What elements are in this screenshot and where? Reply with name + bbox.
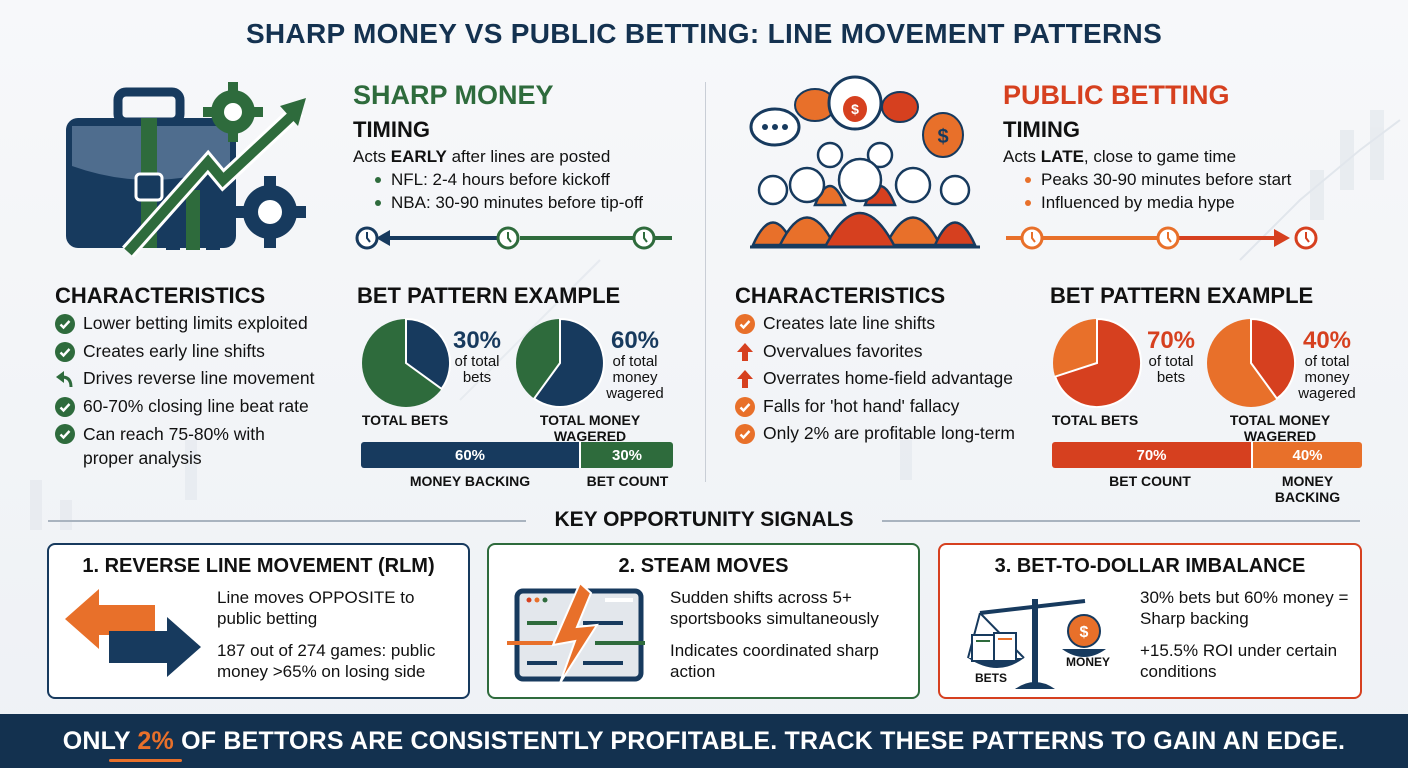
public-total-bets-pie bbox=[1053, 318, 1142, 408]
list-item: Can reach 75-80% with proper analysis bbox=[55, 422, 345, 470]
bet-count-segment: 30% bbox=[579, 442, 673, 468]
key-signals-heading: KEY OPPORTUNITY SIGNALS bbox=[554, 508, 854, 531]
public-characteristics-list: Creates late line shifts Overvalues favo… bbox=[735, 310, 1045, 448]
sharp-bar-label-money: MONEY BACKING bbox=[409, 473, 531, 489]
check-circle-icon bbox=[735, 314, 755, 334]
card-title: 2. STEAM MOVES bbox=[618, 555, 789, 577]
public-split-bar: 70% 40% bbox=[1052, 442, 1362, 468]
browser-lightning-arrows-icon bbox=[507, 583, 645, 683]
public-characteristics-heading: CHARACTERISTICS bbox=[735, 283, 946, 308]
sharp-timing-heading: TIMING bbox=[353, 117, 430, 142]
list-item: Overrates home-field advantage bbox=[735, 365, 1045, 393]
sharp-characteristics-list: Lower betting limits exploited Creates e… bbox=[55, 310, 345, 470]
clock-icon bbox=[496, 226, 520, 250]
card-text: Sudden shifts across 5+ sportsbooks simu… bbox=[670, 588, 879, 681]
check-circle-icon bbox=[55, 424, 75, 444]
clock-icon bbox=[1156, 226, 1180, 250]
public-bar-label-money: MONEY BACKING bbox=[1274, 473, 1341, 505]
list-item: Lower betting limits exploited bbox=[55, 310, 345, 338]
sharp-total-money-pie bbox=[516, 318, 605, 408]
sharp-money-sub: of total money wagered bbox=[606, 353, 664, 402]
footer-highlight: 2% bbox=[137, 726, 174, 755]
signals-divider-left bbox=[48, 520, 526, 522]
public-total-money-label: TOTAL MONEY WAGERED bbox=[1229, 412, 1331, 444]
list-item: Creates early line shifts bbox=[55, 338, 345, 366]
sharp-total-money-label: TOTAL MONEY WAGERED bbox=[539, 412, 641, 444]
list-item: Overvalues favorites bbox=[735, 338, 1045, 366]
card-title: 3. BET-TO-DOLLAR IMBALANCE bbox=[994, 555, 1306, 577]
check-circle-icon bbox=[55, 341, 75, 362]
money-backing-segment: 40% bbox=[1251, 442, 1362, 468]
list-item: Only 2% are profitable long-term bbox=[735, 420, 1045, 448]
reverse-arrow-icon bbox=[56, 371, 73, 388]
card-text: 30% bets but 60% money = Sharp backing +… bbox=[1140, 588, 1349, 681]
public-bet-pattern-heading: BET PATTERN EXAMPLE bbox=[1050, 283, 1314, 308]
footer-text: ONLY 2% OF BETTORS ARE CONSISTENTLY PROF… bbox=[62, 726, 1346, 755]
list-item: 60-70% closing line beat rate bbox=[55, 393, 345, 421]
check-circle-icon bbox=[55, 396, 75, 417]
public-timeline bbox=[1006, 226, 1318, 250]
crowd-money-bubbles-icon: $ $ bbox=[749, 75, 980, 249]
footer-banner: ONLY 2% OF BETTORS ARE CONSISTENTLY PROF… bbox=[0, 714, 1408, 768]
public-total-bets-label: TOTAL BETS bbox=[1051, 412, 1139, 428]
sharp-timing-bullet: NFL: 2-4 hours before kickoff bbox=[375, 168, 643, 191]
card-title: 1. REVERSE LINE MOVEMENT (RLM) bbox=[82, 555, 435, 577]
clock-icon bbox=[1020, 226, 1044, 250]
public-bar-label-count: BET COUNT bbox=[1109, 473, 1191, 489]
sharp-timing-text: Acts EARLY after lines are posted NFL: 2… bbox=[353, 147, 643, 214]
check-circle-icon bbox=[55, 314, 75, 334]
balance-scale-icon: $ bbox=[967, 599, 1106, 689]
public-bets-sub: of total bets bbox=[1148, 353, 1194, 386]
signals-divider-right bbox=[882, 520, 1360, 522]
public-timing-text: Acts LATE, close to game time Peaks 30-9… bbox=[1003, 147, 1292, 214]
svg-text:$: $ bbox=[1080, 624, 1089, 641]
check-circle-icon bbox=[735, 424, 755, 444]
sharp-bets-pct: 30% bbox=[452, 327, 502, 354]
list-item: Falls for 'hot hand' fallacy bbox=[735, 393, 1045, 421]
scale-label-money: MONEY bbox=[1066, 655, 1111, 669]
signal-card-rlm: 1. REVERSE LINE MOVEMENT (RLM) Line move… bbox=[47, 543, 470, 699]
list-item: Creates late line shifts bbox=[735, 310, 1045, 338]
clock-icon bbox=[632, 226, 656, 250]
signal-card-imbalance: 3. BET-TO-DOLLAR IMBALANCE $ BETS MONEY … bbox=[938, 543, 1362, 699]
scale-label-bets: BETS bbox=[975, 671, 1008, 685]
sharp-characteristics-heading: CHARACTERISTICS bbox=[55, 283, 266, 308]
sharp-money-pct: 60% bbox=[610, 327, 660, 354]
clock-icon bbox=[1294, 226, 1318, 250]
list-item: Drives reverse line movement bbox=[55, 365, 345, 393]
center-divider bbox=[705, 82, 706, 482]
sharp-bets-sub: of total bets bbox=[454, 353, 500, 386]
svg-text:$: $ bbox=[937, 126, 948, 148]
clock-icon bbox=[355, 226, 379, 250]
public-total-money-pie bbox=[1207, 318, 1296, 407]
sharp-bar-label-count: BET COUNT bbox=[586, 473, 669, 489]
sharp-money-heading: SHARP MONEY bbox=[353, 80, 554, 110]
briefcase-growth-gears-icon bbox=[66, 82, 306, 258]
svg-text:$: $ bbox=[851, 101, 859, 117]
sharp-timeline bbox=[355, 226, 672, 250]
public-timing-bullet: Influenced by media hype bbox=[1025, 191, 1291, 214]
up-arrow-icon bbox=[737, 370, 753, 388]
public-money-pct: 40% bbox=[1302, 327, 1352, 354]
sharp-timing-bullet: NBA: 30-90 minutes before tip-off bbox=[375, 191, 643, 214]
sharp-bet-pattern-heading: BET PATTERN EXAMPLE bbox=[357, 283, 621, 308]
up-arrow-icon bbox=[737, 342, 753, 361]
public-bets-pct: 70% bbox=[1146, 327, 1196, 354]
sharp-split-bar: 60% 30% bbox=[361, 442, 673, 468]
public-timing-heading: TIMING bbox=[1003, 117, 1080, 142]
money-backing-segment: 60% bbox=[361, 442, 579, 468]
bet-count-segment: 70% bbox=[1052, 442, 1251, 468]
sharp-total-bets-label: TOTAL BETS bbox=[361, 412, 449, 428]
signal-card-steam: 2. STEAM MOVES Sudden shifts across 5+ s… bbox=[487, 543, 920, 699]
sharp-total-bets-pie bbox=[362, 318, 451, 407]
page-title: SHARP MONEY VS PUBLIC BETTING: LINE MOVE… bbox=[245, 18, 1163, 49]
check-circle-icon bbox=[735, 396, 755, 417]
public-money-sub: of total money wagered bbox=[1298, 353, 1356, 402]
card-text: Line moves OPPOSITE to public betting 18… bbox=[217, 588, 436, 681]
public-betting-heading: PUBLIC BETTING bbox=[1003, 80, 1230, 110]
public-timing-bullet: Peaks 30-90 minutes before start bbox=[1025, 168, 1291, 191]
opposing-arrows-icon bbox=[65, 589, 201, 677]
